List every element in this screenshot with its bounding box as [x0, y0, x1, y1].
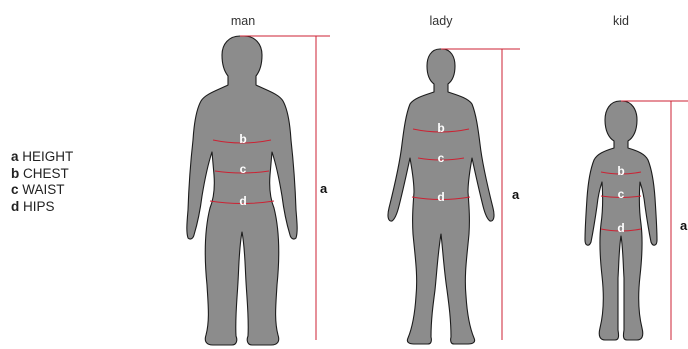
kid-figure: kid b c d a — [585, 14, 688, 340]
lady-chest-mark: b — [437, 121, 444, 135]
man-chest-mark: b — [239, 132, 246, 146]
kid-hips-mark: d — [617, 221, 624, 235]
man-label: man — [231, 14, 255, 28]
lady-figure: lady b c d a — [388, 14, 520, 344]
man-hips-mark: d — [239, 194, 246, 208]
lady-height-mark: a — [512, 187, 520, 202]
kid-label: kid — [613, 14, 629, 28]
lady-hips-mark: d — [437, 190, 444, 204]
lady-waist-mark: c — [438, 151, 445, 165]
man-figure: man b c d a — [187, 14, 330, 345]
kid-height-mark: a — [680, 218, 688, 233]
man-silhouette — [187, 36, 297, 345]
man-height-mark: a — [320, 181, 328, 196]
kid-chest-mark: b — [617, 164, 624, 178]
lady-label: lady — [430, 14, 454, 28]
man-waist-mark: c — [240, 162, 247, 176]
kid-waist-mark: c — [618, 187, 625, 201]
